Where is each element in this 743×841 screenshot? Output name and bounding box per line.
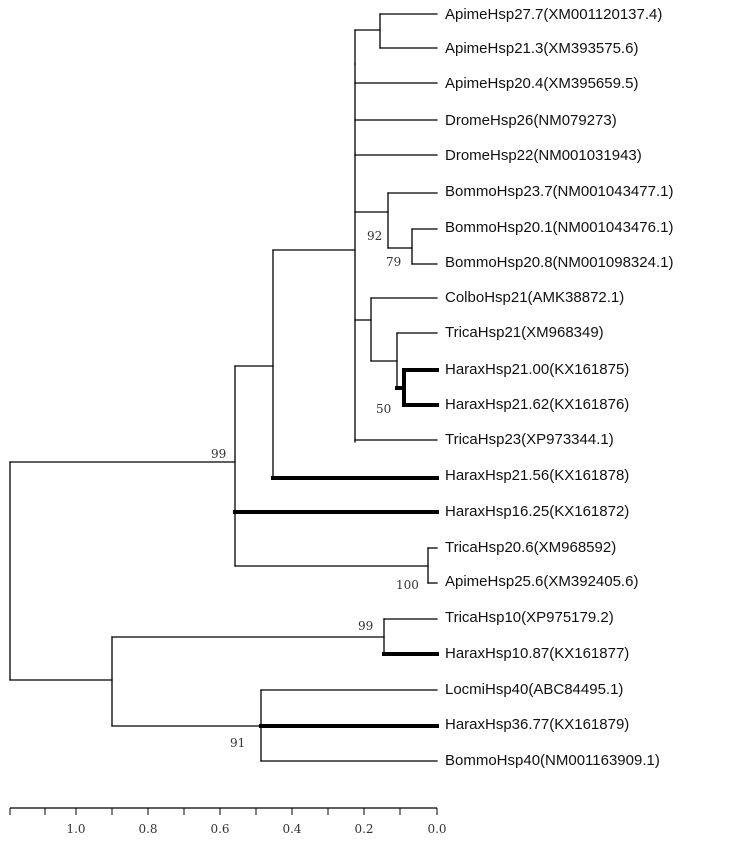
bootstrap-value: 99 — [358, 619, 373, 633]
bootstrap-value: 91 — [230, 736, 245, 750]
leaf-label: ApimeHsp27.7(XM001120137.4) — [445, 6, 662, 23]
scale-tick-label: 0.0 — [427, 822, 446, 836]
leaf-label: BommoHsp20.8(NM001098324.1) — [445, 254, 673, 271]
bootstrap-value: 100 — [396, 578, 419, 592]
leaf-label: HaraxHsp36.77(KX161879) — [445, 716, 629, 733]
leaf-label: HaraxHsp10.87(KX161877) — [445, 645, 629, 662]
leaf-label: BommoHsp23.7(NM001043477.1) — [445, 183, 673, 200]
scale-bar: 1.0 0.8 0.6 0.4 0.2 0.0 — [9, 807, 447, 836]
bootstrap-value: 92 — [367, 229, 382, 243]
leaf-label: DromeHsp22(NM001031943) — [445, 147, 642, 164]
leaf-labels: ApimeHsp27.7(XM001120137.4) ApimeHsp21.3… — [445, 6, 673, 769]
leaf-label: TricaHsp20.6(XM968592) — [445, 539, 616, 556]
leaf-label: TricaHsp23(XP973344.1) — [445, 431, 614, 448]
leaf-label: HaraxHsp21.00(KX161875) — [445, 361, 629, 378]
bootstrap-labels: 92 79 50 99 100 99 91 — [211, 229, 419, 750]
leaf-label: HaraxHsp16.25(KX161872) — [445, 503, 629, 520]
leaf-label: LocmiHsp40(ABC84495.1) — [445, 681, 623, 698]
scale-tick-label: 0.6 — [210, 822, 229, 836]
leaf-label: ApimeHsp21.3(XM393575.6) — [445, 40, 638, 57]
leaf-label: BommoHsp40(NM001163909.1) — [445, 752, 660, 769]
bootstrap-value: 79 — [386, 255, 401, 269]
leaf-label: TricaHsp21(XM968349) — [445, 324, 604, 341]
leaf-label: HaraxHsp21.62(KX161876) — [445, 396, 629, 413]
leaf-label: DromeHsp26(NM079273) — [445, 112, 617, 129]
scale-tick-label: 0.8 — [138, 822, 157, 836]
scale-tick-label: 1.0 — [66, 822, 85, 836]
tree-branches — [9, 13, 439, 762]
bootstrap-value: 99 — [211, 447, 226, 461]
leaf-label: ApimeHsp25.6(XM392405.6) — [445, 573, 638, 590]
scale-tick-label: 0.4 — [282, 822, 301, 836]
leaf-label: BommoHsp20.1(NM001043476.1) — [445, 219, 673, 236]
leaf-label: ColboHsp21(AMK38872.1) — [445, 289, 624, 306]
leaf-label: ApimeHsp20.4(XM395659.5) — [445, 75, 638, 92]
scale-tick-label: 0.2 — [354, 822, 373, 836]
leaf-label: TricaHsp10(XP975179.2) — [445, 609, 614, 626]
bootstrap-value: 50 — [376, 402, 391, 416]
leaf-label: HaraxHsp21.56(KX161878) — [445, 467, 629, 484]
